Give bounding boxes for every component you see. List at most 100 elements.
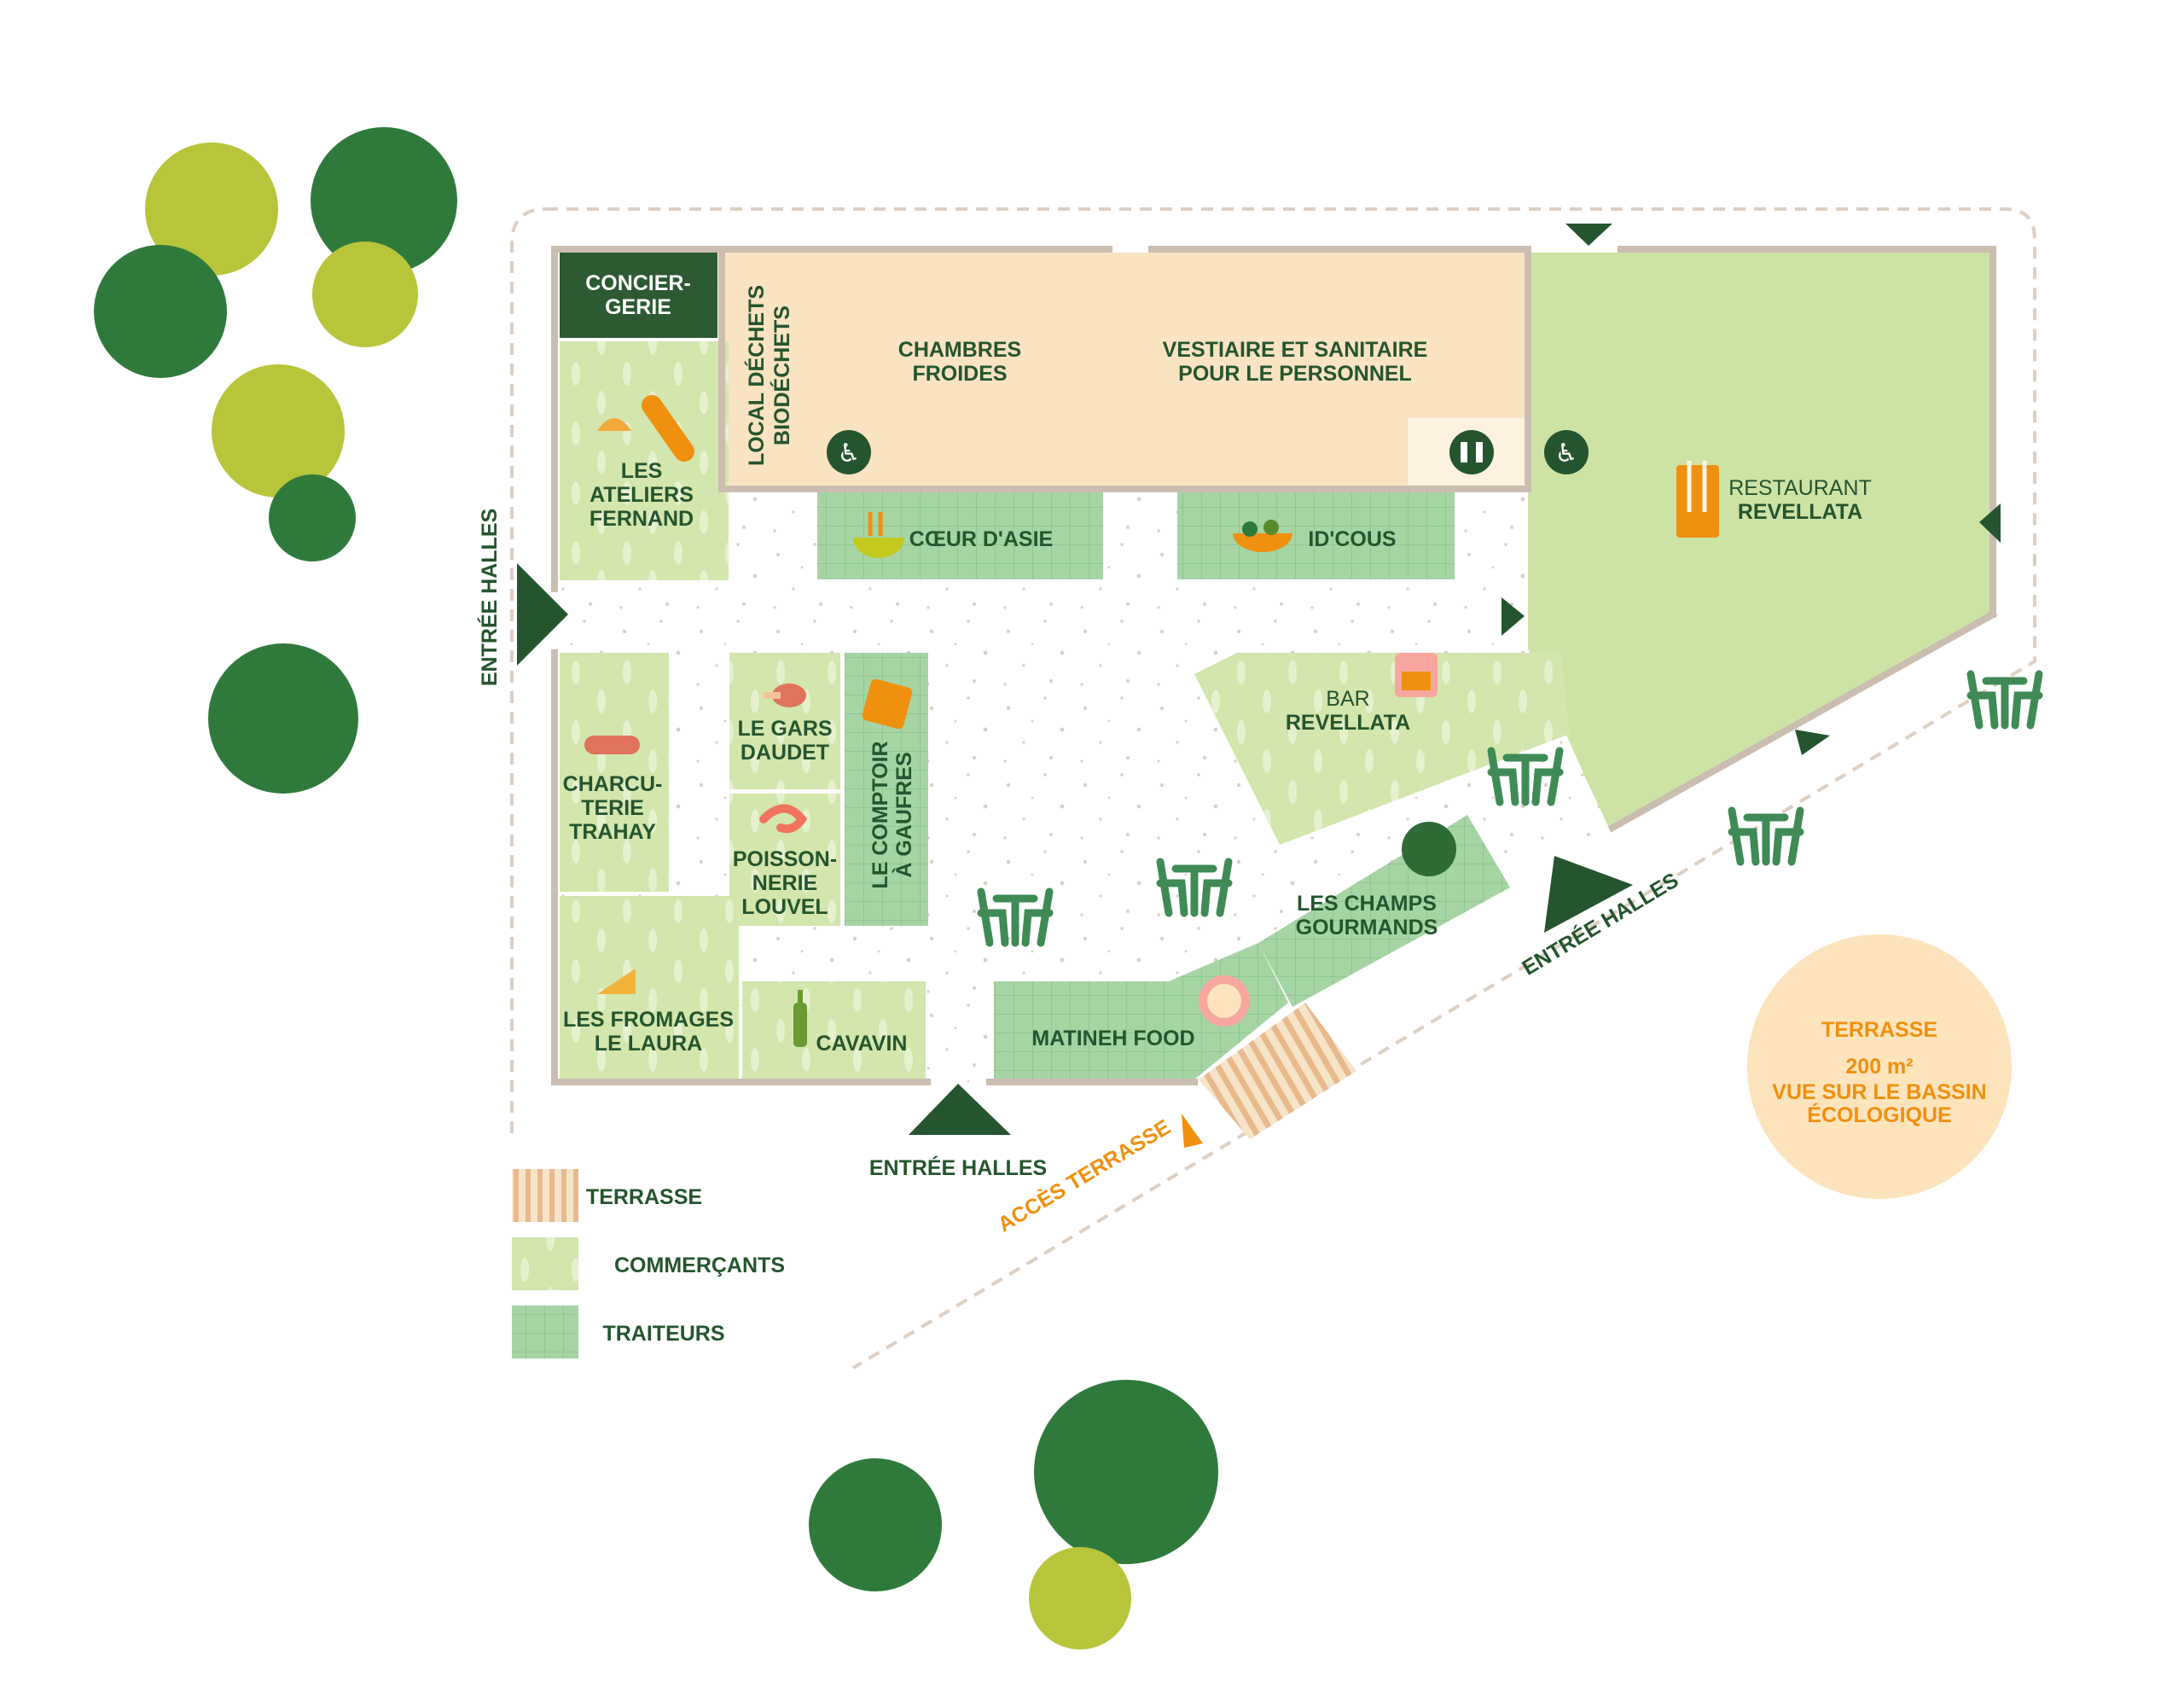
salad-bowl-icon — [1233, 520, 1292, 552]
legend-swatch-terrasse — [512, 1169, 578, 1222]
label-line: LE GARS — [737, 717, 832, 741]
tree-icon — [269, 474, 356, 561]
bread-icon — [597, 394, 694, 462]
shop-label-ateliers-fernand: LES ATELIERS FERNAND — [590, 459, 694, 531]
legend-label: COMMERÇANTS — [614, 1254, 785, 1277]
shop-matineh-food[interactable] — [994, 943, 1288, 1079]
shop-label-cavavin: CAVAVIN — [816, 1032, 908, 1056]
label-line: TRAHAY — [569, 820, 656, 844]
tree-icon — [208, 643, 358, 794]
terrace-access-arrow-icon — [1182, 1114, 1203, 1148]
shop-label-charcuterie: CHARCU- TERIE TRAHAY — [563, 772, 663, 844]
tree-icon — [809, 1458, 942, 1591]
label-line: NERIE — [752, 871, 817, 895]
tree-icon — [312, 241, 418, 347]
shop-label-restaurant: RESTAURANT REVELLATA — [1728, 476, 1872, 524]
room-label-chambres-froides: CHAMBRES FROIDES — [898, 338, 1021, 386]
shop-bar-revellata[interactable] — [1194, 653, 1570, 845]
sausage-icon — [584, 736, 640, 754]
legend-swatch-commercants — [512, 1237, 578, 1290]
entrance-arrow-icon — [1979, 503, 2001, 543]
terrace-badge-line: ÉCOLOGIQUE — [1807, 1102, 1951, 1127]
legend-swatch-traiteurs — [512, 1306, 578, 1358]
shop-gars-daudet[interactable] — [729, 653, 840, 789]
cutlery-icon — [1676, 461, 1719, 538]
label-line: BAR — [1326, 687, 1369, 711]
entrance-arrow-icon — [909, 1084, 1011, 1135]
label-line: CHARCU- — [563, 772, 663, 796]
label-line: POISSON- — [733, 847, 837, 871]
label-line: ATELIERS — [590, 483, 694, 507]
terrace-badge-title: TERRASSE — [1821, 1018, 1937, 1042]
wheelchair-icon: ♿ — [1544, 430, 1589, 474]
terrace-strip — [1199, 1003, 1356, 1139]
label-line: LOUVEL — [741, 895, 828, 919]
shop-label-poissonnerie: POISSON- NERIE LOUVEL — [733, 847, 837, 919]
trees — [94, 127, 1218, 1649]
label-line: DAUDET — [741, 741, 829, 765]
shop-label-fromages: LES FROMAGES LE LAURA — [563, 1008, 734, 1056]
legend: TERRASSE COMMERÇANTS TRAITEURS — [512, 1169, 785, 1358]
shop-cavavin[interactable] — [742, 981, 926, 1079]
terrace-badge-line: VUE SUR LE BASSIN — [1772, 1080, 1986, 1104]
entrance-arrows — [517, 224, 2001, 1135]
label-line: GERIE — [605, 295, 671, 319]
leaf-icon — [1402, 822, 1456, 876]
legend-label: TERRASSE — [586, 1185, 702, 1209]
tree-icon — [212, 364, 345, 497]
label-line: TERIE — [581, 796, 644, 820]
perimeter-path — [510, 207, 2036, 1370]
restroom-icon — [1449, 430, 1494, 474]
shop-restaurant-revellata[interactable] — [1528, 253, 1993, 826]
label-line: FROIDES — [912, 362, 1007, 386]
shop-label-bar: BAR REVELLATA — [1286, 687, 1410, 735]
ham-icon — [764, 684, 806, 707]
shop-charcuterie-trahay[interactable] — [560, 653, 669, 892]
label-line: RESTAURANT — [1728, 476, 1872, 500]
label-line: LE LAURA — [595, 1032, 702, 1056]
label-line: CHAMBRES — [898, 338, 1021, 362]
label-line: LE COMPTOIR — [868, 741, 892, 888]
cheese-icon — [597, 969, 636, 994]
entrance-arrow-icon — [1544, 856, 1633, 933]
tree-icon — [145, 143, 278, 276]
shop-ateliers-fernand[interactable] — [560, 341, 729, 580]
shop-label-comptoir: LE COMPTOIR À GAUFRES — [868, 741, 916, 888]
entrance-arrow-icon — [1565, 224, 1612, 246]
walls — [551, 246, 1998, 1085]
shop-id-cous[interactable] — [1177, 492, 1455, 579]
entrance-label-west: ENTRÉE HALLES — [477, 509, 502, 686]
room-label-vestiaire: VESTIAIRE ET SANITAIRE POUR LE PERSONNEL — [1163, 338, 1428, 386]
label-line: REVELLATA — [1738, 500, 1862, 524]
shop-fromages-laura[interactable] — [560, 896, 739, 1079]
wine-bottle-icon — [793, 990, 807, 1047]
label-line: FERNAND — [590, 507, 694, 531]
label-line: REVELLATA — [1286, 711, 1410, 735]
shop-poissonnerie-louvel[interactable] — [729, 794, 840, 926]
svg-text:♿: ♿ — [1555, 439, 1578, 468]
label-line: VESTIAIRE ET SANITAIRE — [1163, 338, 1428, 362]
label-line: GOURMANDS — [1296, 916, 1438, 939]
label-line: BIODÉCHETS — [770, 305, 794, 445]
shop-label-champs: LES CHAMPS GOURMANDS — [1296, 892, 1438, 939]
label-line: LOCAL DÉCHETS — [744, 285, 769, 466]
tree-icon — [1034, 1380, 1218, 1564]
label-line: CONCIER- — [585, 271, 691, 295]
label-line: À GAUFRES — [892, 752, 916, 877]
entrance-arrow-icon — [1502, 597, 1525, 636]
shop-coeur-asie[interactable] — [817, 492, 1103, 579]
room-label-local-dechets: LOCAL DÉCHETS BIODÉCHETS — [744, 285, 794, 466]
shop-label-id-cous: ID'COUS — [1308, 527, 1396, 551]
label-line: POUR LE PERSONNEL — [1178, 362, 1412, 386]
waffle-icon — [862, 678, 913, 730]
shop-label-matineh: MATINEH FOOD — [1031, 1027, 1194, 1050]
terrace-badge-area: 200 m² — [1845, 1055, 1913, 1079]
wheelchair-icon: ♿ — [827, 430, 871, 474]
room-conciergerie — [560, 253, 717, 338]
terrace-badge: TERRASSE 200 m² VUE SUR LE BASSIN ÉCOLOG… — [1747, 934, 2012, 1199]
shop-label-coeur-asie: CŒUR D'ASIE — [909, 527, 1053, 551]
entrance-arrow-icon — [517, 563, 568, 666]
shrimp-icon — [759, 804, 808, 834]
svg-text:♿: ♿ — [838, 439, 861, 468]
